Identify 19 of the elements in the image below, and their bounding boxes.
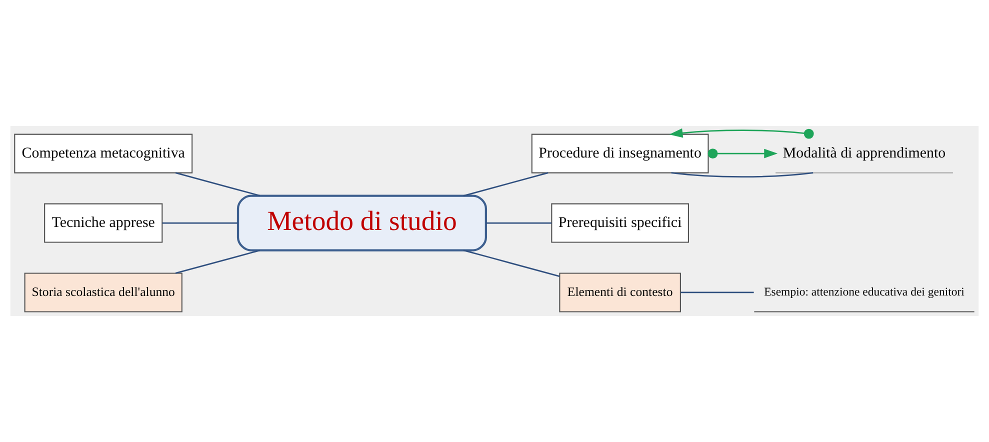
node-box: Storia scolastica dell'alunno [24, 272, 182, 312]
node-box: Competenza metacognitiva [14, 134, 193, 174]
connector [671, 172, 814, 178]
arrow [669, 128, 814, 139]
node-box: Prerequisiti specifici [551, 203, 689, 243]
connector [175, 250, 260, 274]
node-box: Tecniche apprese [44, 203, 163, 243]
node-box: Elementi di contesto [559, 272, 681, 312]
connector [162, 222, 238, 224]
node-text: Esempio: attenzione educativa dei genitori [764, 285, 964, 298]
connector [463, 172, 548, 196]
node-text: Modalità di apprendimento [782, 146, 946, 162]
arrow [708, 148, 778, 159]
connector [463, 250, 560, 278]
connector [486, 222, 552, 224]
connector [680, 292, 754, 294]
connector [175, 172, 260, 196]
node-box: Procedure di insegnamento [531, 134, 709, 174]
node-box: Metodo di studio [236, 194, 488, 252]
